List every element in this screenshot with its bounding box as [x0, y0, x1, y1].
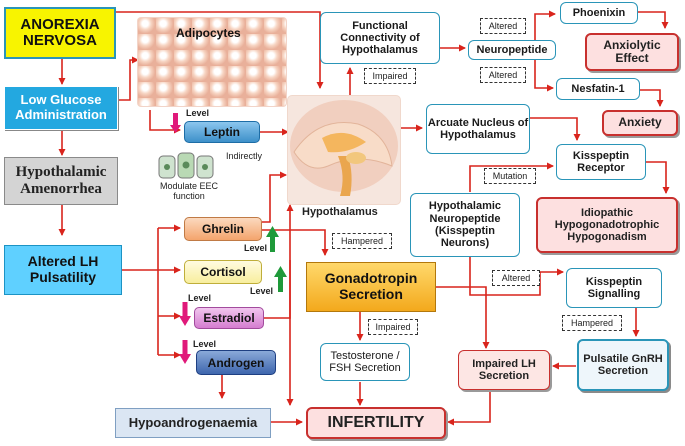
- gonadotropin-secretion-box: Gonadotropin Secretion: [306, 262, 436, 312]
- low-glucose-box: Low Glucose Administration: [4, 86, 118, 130]
- pulsatile-gnrh-box: Pulsatile GnRH Secretion: [577, 339, 669, 391]
- androgen-level-arrow-icon: [179, 340, 191, 364]
- leptin-box: Leptin: [184, 121, 260, 143]
- altered-label-1: Altered: [480, 18, 526, 34]
- cortisol-level-label: Level: [250, 286, 274, 296]
- idiopathic-hh-box: Idiopathic Hypogonadotrophic Hypogonadis…: [536, 197, 678, 253]
- androgen-level-label: Level: [193, 339, 217, 349]
- estradiol-level-arrow-icon: [179, 302, 191, 326]
- hampered-label-2: Hampered: [562, 315, 622, 331]
- indirectly-label: Indirectly: [226, 151, 263, 161]
- anxiolytic-effect-box: Anxiolytic Effect: [585, 33, 679, 71]
- phoenixin-box: Phoenixin: [560, 2, 638, 24]
- altered-label-2: Altered: [480, 67, 526, 83]
- mutation-label: Mutation: [484, 168, 536, 184]
- impaired-label-1: Impaired: [364, 68, 416, 84]
- kisspeptin-receptor-box: Kisspeptin Receptor: [556, 144, 646, 180]
- ghrelin-box: Ghrelin: [184, 217, 262, 241]
- infertility-box: INFERTILITY: [306, 407, 446, 439]
- kisspeptin-signalling-box: Kisspeptin Signalling: [566, 268, 662, 308]
- impaired-lh-box: Impaired LH Secretion: [458, 350, 550, 390]
- hypothalamus-label: Hypothalamus: [302, 206, 378, 218]
- androgen-box: Androgen: [196, 350, 276, 375]
- altered-label-3: Altered: [492, 270, 540, 286]
- adipocytes-label: Adipocytes: [176, 26, 241, 40]
- functional-connectivity-box: Functional Connectivity of Hypothalamus: [320, 12, 440, 64]
- anorexia-nervosa-box: ANOREXIA NERVOSA: [4, 7, 116, 59]
- hypoandrogenaemia-box: Hypoandrogenaemia: [115, 408, 271, 438]
- ghrelin-level-arrow-icon: [266, 226, 279, 252]
- cortisol-box: Cortisol: [184, 260, 262, 284]
- modulate-eec-label: Modulate EEC function: [159, 181, 219, 201]
- hampered-label-1: Hampered: [332, 233, 392, 249]
- arcuate-nucleus-box: Arcuate Nucleus of Hypothalamus: [426, 104, 530, 154]
- hypothalamus-image: [288, 96, 400, 204]
- altered-lh-box: Altered LH Pulsatility: [4, 245, 122, 295]
- leptin-level-arrow-icon: [170, 113, 181, 133]
- estradiol-box: Estradiol: [194, 307, 264, 329]
- nesfatin-box: Nesfatin-1: [556, 78, 640, 100]
- neuropeptide-box: Neuropeptide: [468, 40, 556, 60]
- cortisol-level-arrow-icon: [274, 266, 287, 292]
- testosterone-fsh-box: Testosterone / FSH Secretion: [320, 343, 410, 381]
- impaired-label-2: Impaired: [368, 319, 418, 335]
- anxiety-box: Anxiety: [602, 110, 678, 136]
- hypothalamic-neuropeptide-box: Hypothalamic Neuropeptide (Kisspeptin Ne…: [410, 193, 520, 257]
- ghrelin-level-label: Level: [244, 243, 268, 253]
- leptin-level-label: Level: [186, 108, 210, 118]
- estradiol-level-label: Level: [188, 293, 212, 303]
- hypothalamic-amenorrhea-box: Hypothalamic Amenorrhea: [4, 157, 118, 205]
- eec-cells-icon: [158, 150, 214, 180]
- adipocytes-image: [138, 18, 286, 106]
